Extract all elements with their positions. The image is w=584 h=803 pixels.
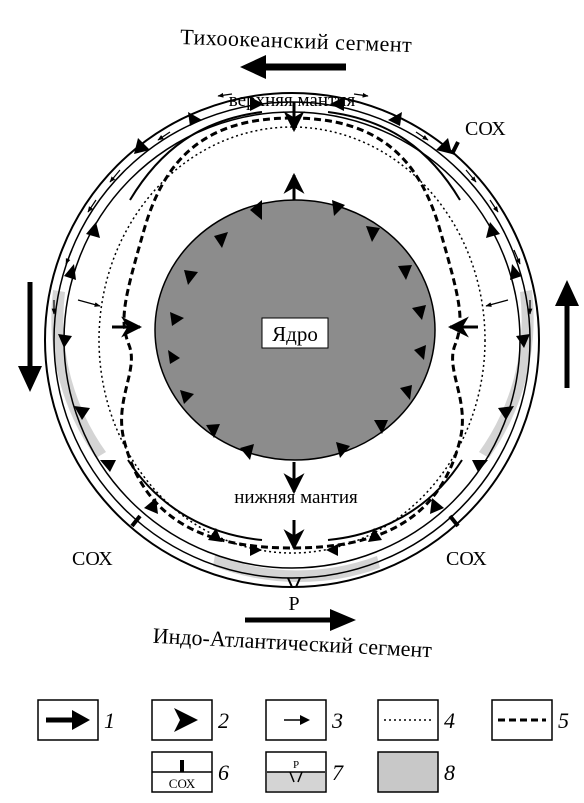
mor-label-top-right: СОХ bbox=[465, 118, 506, 140]
core-label: Ядро bbox=[272, 322, 318, 346]
p-label: Р bbox=[288, 593, 299, 615]
top-segment-label: Тихоокеанский сегмент bbox=[180, 24, 413, 57]
legend-num-8: 8 bbox=[444, 760, 455, 785]
gray-fill-icon bbox=[378, 752, 438, 792]
legend-num-7: 7 bbox=[332, 760, 344, 785]
legend-num-5: 5 bbox=[558, 708, 569, 733]
legend-7-text: Р bbox=[293, 759, 299, 771]
legend-num-3: 3 bbox=[331, 708, 343, 733]
mor-label-bottom-left: СОХ bbox=[72, 548, 113, 570]
lower-mantle-label: нижняя мантия bbox=[234, 487, 358, 508]
legend: 1 2 3 4 5 СОХ 6 bbox=[38, 700, 569, 792]
legend-num-6: 6 bbox=[218, 760, 229, 785]
mor-label-bottom-right: СОХ bbox=[446, 548, 487, 570]
legend-num-2: 2 bbox=[218, 708, 229, 733]
bottom-segment-label: Индо-Атлантический сегмент bbox=[152, 623, 433, 663]
legend-num-4: 4 bbox=[444, 708, 455, 733]
mor-marker-top-right bbox=[452, 142, 458, 154]
upper-mantle-label: верхняя мантия bbox=[229, 90, 356, 111]
legend-6-text: СОХ bbox=[169, 776, 196, 791]
legend-num-1: 1 bbox=[104, 708, 115, 733]
